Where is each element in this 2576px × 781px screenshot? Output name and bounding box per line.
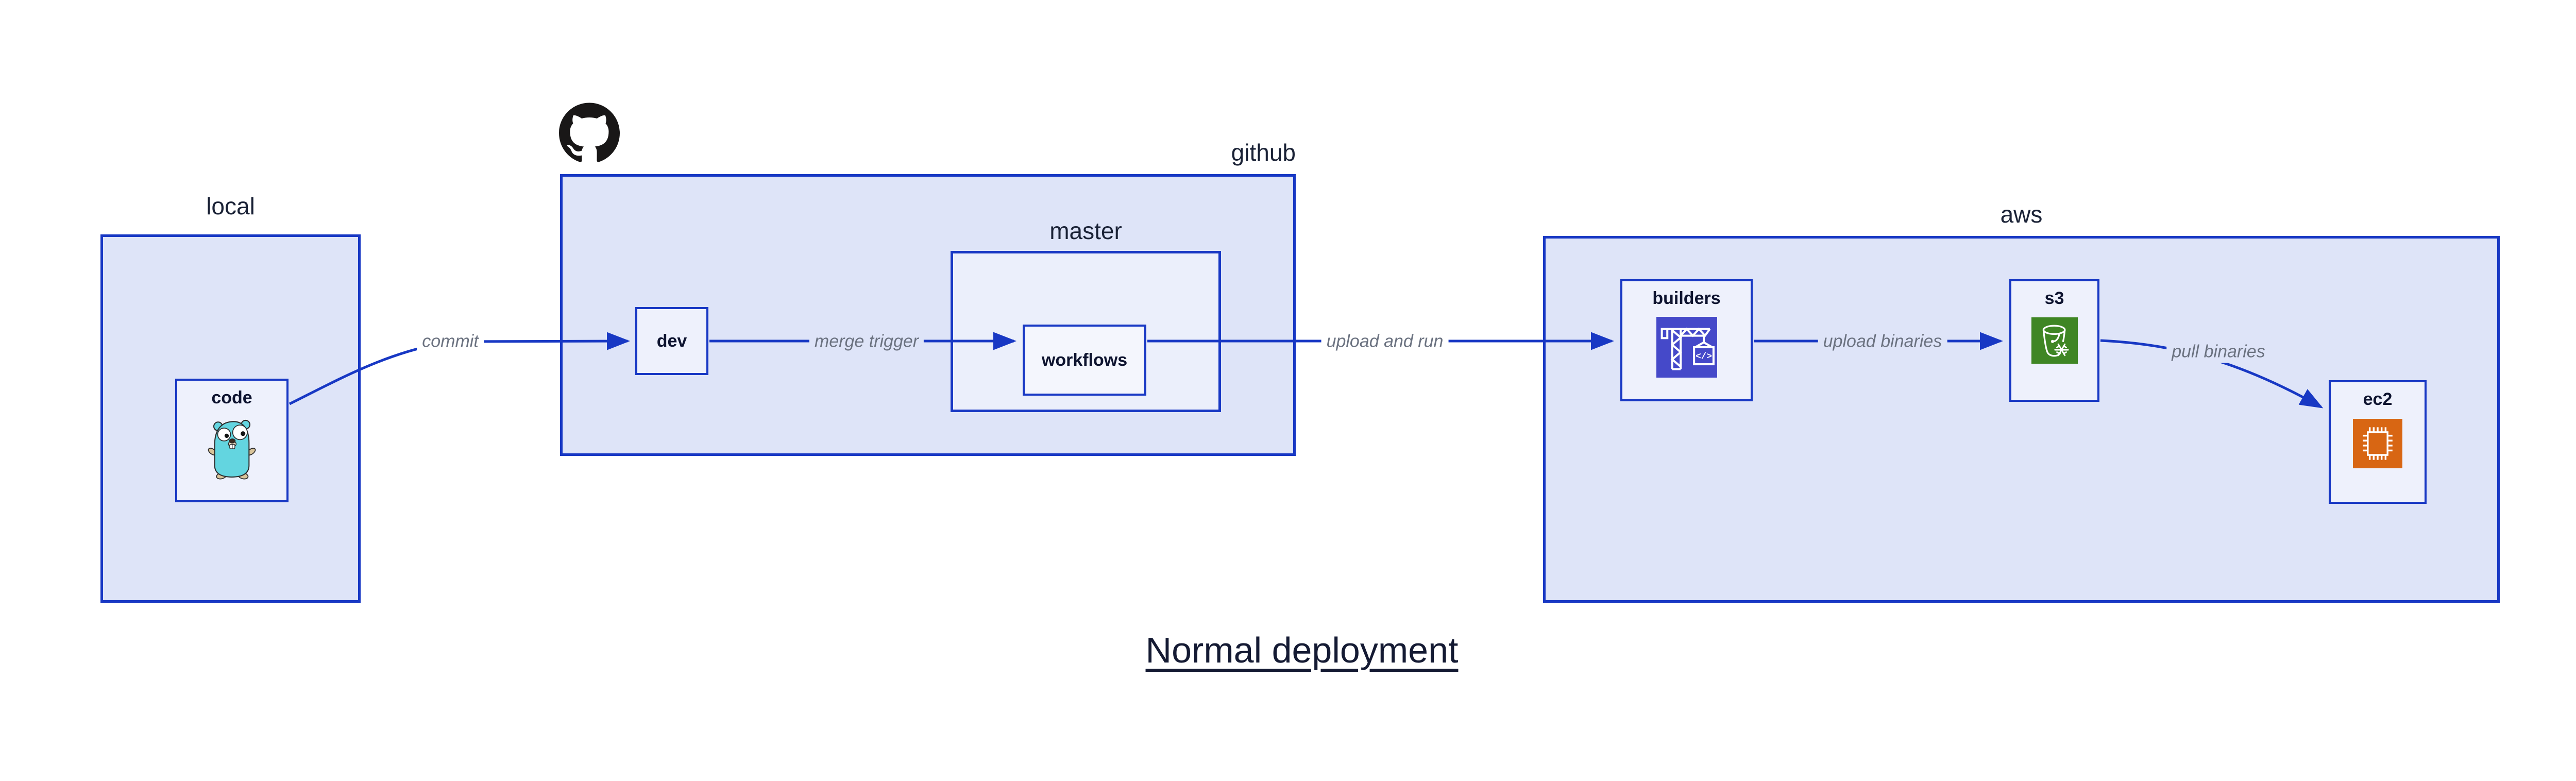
node-code: code: [175, 379, 289, 502]
node-ec2-label: ec2: [2363, 389, 2393, 409]
group-label-master: master: [1049, 217, 1122, 244]
node-builders: builders </>: [1620, 279, 1753, 401]
node-dev: dev: [635, 307, 708, 375]
edge-label-commit: commit: [417, 330, 484, 353]
edge-label-upload-and-run: upload and run: [1321, 330, 1449, 353]
aws-codebuild-crane-icon: </>: [1656, 317, 1717, 378]
node-code-label: code: [211, 388, 252, 408]
svg-text:</>: </>: [1696, 351, 1712, 362]
node-workflows-label: workflows: [1041, 350, 1128, 370]
aws-s3-glacier-bucket-icon: [2031, 317, 2078, 364]
node-s3: s3: [2009, 279, 2099, 402]
diagram-title: Normal deployment: [1145, 630, 1459, 670]
github-octocat-icon: [559, 102, 620, 165]
node-builders-label: builders: [1652, 288, 1721, 308]
node-s3-label: s3: [2044, 288, 2064, 308]
group-label-aws: aws: [2000, 201, 2043, 228]
aws-ec2-chip-icon: [2353, 418, 2402, 469]
node-dev-label: dev: [656, 331, 687, 351]
group-label-github: github: [1231, 139, 1296, 166]
node-ec2: ec2: [2329, 380, 2427, 504]
edge-label-upload-binaries: upload binaries: [1818, 330, 1947, 353]
edge-label-pull-binaries: pull binaries: [2166, 341, 2270, 363]
edge-label-merge-trigger: merge trigger: [809, 330, 924, 353]
group-label-local: local: [206, 193, 255, 219]
node-workflows: workflows: [1023, 325, 1146, 396]
go-gopher-icon: [206, 416, 258, 483]
